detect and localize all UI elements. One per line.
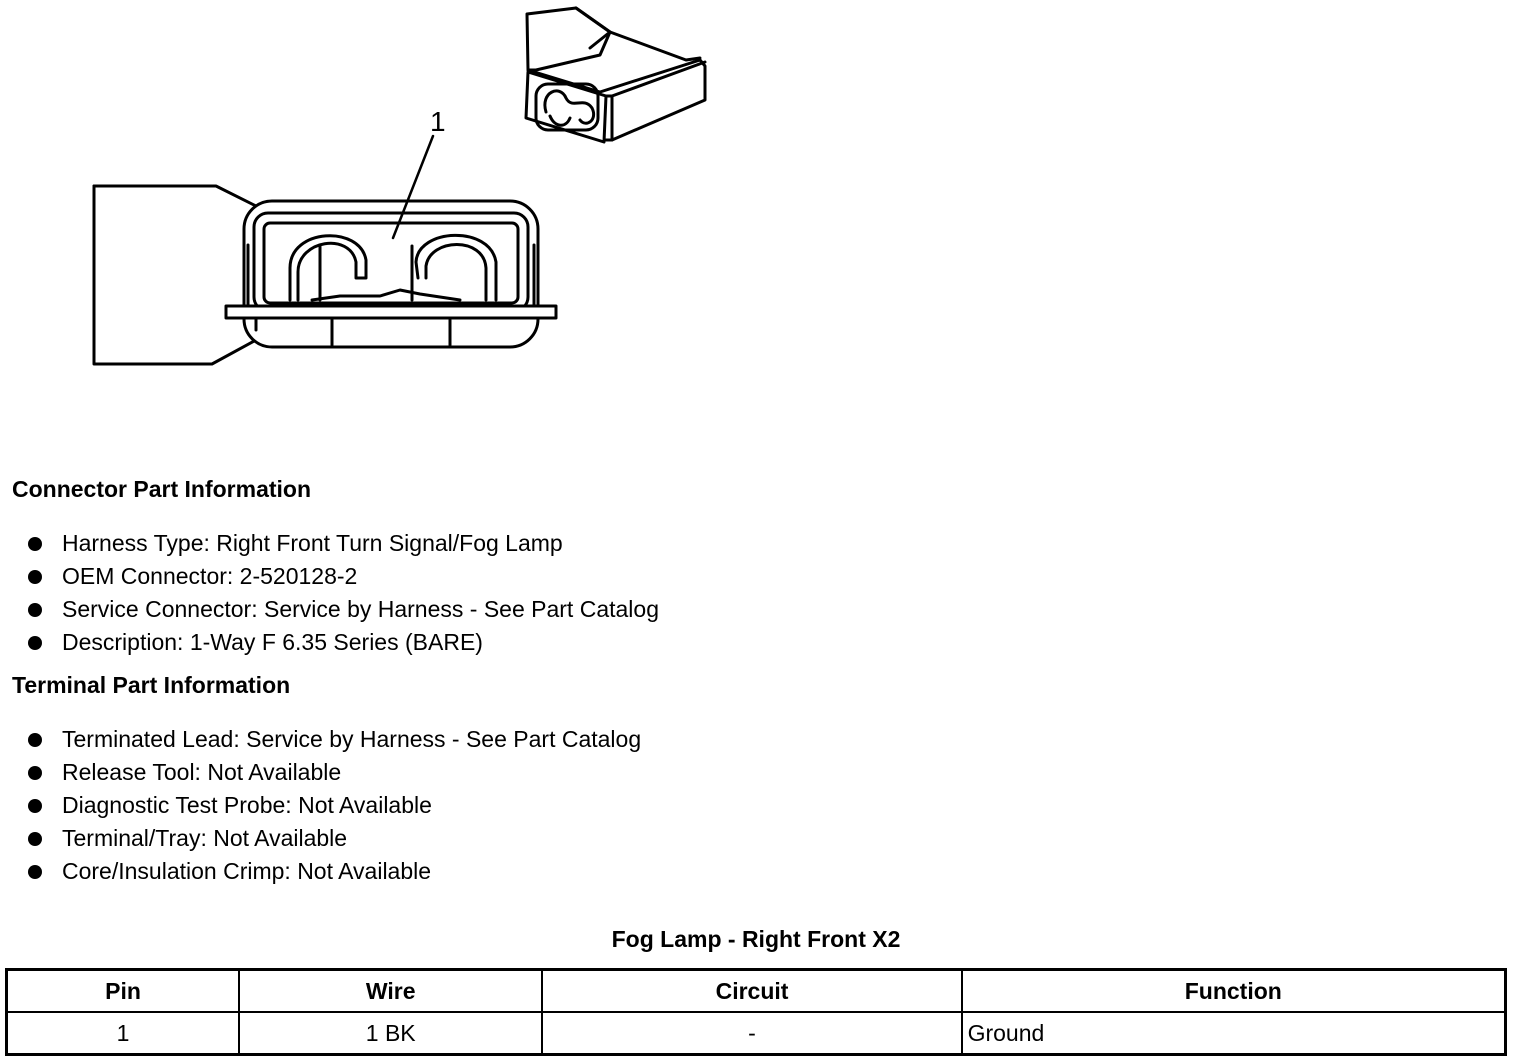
- list-item: Service Connector: Service by Harness - …: [26, 593, 659, 626]
- table-header-row: Pin Wire Circuit Function: [5, 968, 1507, 1013]
- bullet-icon: [28, 733, 42, 747]
- bullet-icon: [28, 865, 42, 879]
- list-item: Terminated Lead: Service by Harness - Se…: [26, 723, 641, 756]
- terminal-part-heading: Terminal Part Information: [12, 672, 291, 698]
- table-title: Fog Lamp - Right Front X2: [611, 926, 901, 952]
- column-header-pin: Pin: [5, 968, 241, 1013]
- connector-part-list: Harness Type: Right Front Turn Signal/Fo…: [26, 527, 659, 659]
- bullet-icon: [28, 766, 42, 780]
- list-item: Harness Type: Right Front Turn Signal/Fo…: [26, 527, 659, 560]
- cell-pin: 1: [5, 1011, 241, 1056]
- bullet-icon: [28, 832, 42, 846]
- bullet-icon: [28, 799, 42, 813]
- bullet-icon: [28, 603, 42, 617]
- connector-isometric-view: [524, 6, 707, 144]
- cell-function: Ground: [960, 1011, 1507, 1056]
- list-item: Core/Insulation Crimp: Not Available: [26, 855, 641, 888]
- list-item: Description: 1-Way F 6.35 Series (BARE): [26, 626, 659, 659]
- terminal-part-list: Terminated Lead: Service by Harness - Se…: [26, 723, 641, 888]
- callout-number: 1: [430, 106, 446, 137]
- list-item: Terminal/Tray: Not Available: [26, 822, 641, 855]
- connector-illustration: 1: [92, 6, 707, 366]
- bullet-icon: [28, 570, 42, 584]
- column-header-circuit: Circuit: [541, 968, 963, 1013]
- connector-front-view: [92, 134, 558, 366]
- list-item: Diagnostic Test Probe: Not Available: [26, 789, 641, 822]
- pinout-table: Pin Wire Circuit Function 1 1 BK - Groun…: [5, 968, 1507, 1056]
- list-item: Release Tool: Not Available: [26, 756, 641, 789]
- column-header-wire: Wire: [238, 968, 544, 1013]
- bullet-icon: [28, 636, 42, 650]
- table-row: 1 1 BK - Ground: [5, 1011, 1507, 1056]
- list-item: OEM Connector: 2-520128-2: [26, 560, 659, 593]
- cell-circuit: -: [541, 1011, 963, 1056]
- column-header-function: Function: [960, 968, 1507, 1013]
- cell-wire: 1 BK: [238, 1011, 544, 1056]
- connector-part-heading: Connector Part Information: [12, 476, 312, 502]
- bullet-icon: [28, 537, 42, 551]
